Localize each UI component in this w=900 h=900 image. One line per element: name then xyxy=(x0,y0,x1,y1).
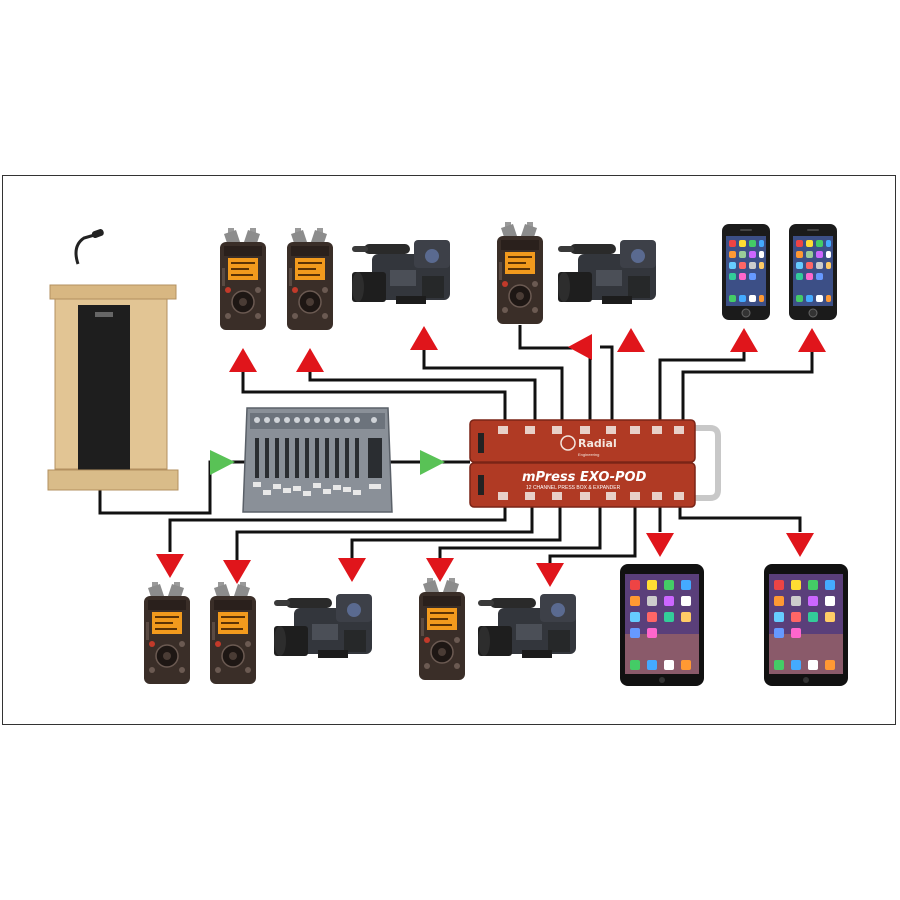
tascam-recorder-icon xyxy=(496,221,544,325)
output-arrow-up xyxy=(730,328,758,352)
cable-phone-2 xyxy=(681,352,814,422)
podium-icon xyxy=(47,229,179,491)
tascam-recorder-icon xyxy=(286,227,334,331)
input-arrow-mixer xyxy=(420,450,445,475)
output-arrow-down xyxy=(786,533,814,557)
video-camera-icon xyxy=(478,594,576,658)
output-arrow-down xyxy=(426,558,454,582)
brand-logo: Radial xyxy=(578,437,617,450)
product-subtitle: 12 CHANNEL PRESS BOX & EXPANDER xyxy=(526,485,621,491)
output-arrow-up xyxy=(296,348,324,372)
cable-recorder-1 xyxy=(241,372,507,422)
cables xyxy=(98,325,814,565)
cable-recorder-3 xyxy=(518,325,592,422)
output-arrow-up xyxy=(617,328,645,352)
tascam-recorder-icon xyxy=(418,577,466,681)
video-camera-icon xyxy=(352,240,450,304)
output-arrow-down xyxy=(646,533,674,557)
output-arrow-down xyxy=(338,558,366,582)
tablet-icon xyxy=(764,564,848,686)
cable-recorder-5 xyxy=(235,505,534,560)
exo-pod-unit: Radial Engineering mPress EXO-POD 12 CHA… xyxy=(469,419,721,508)
output-arrow-down xyxy=(223,560,251,584)
output-arrow-up xyxy=(798,328,826,352)
output-arrow-left xyxy=(568,334,592,360)
output-arrow-down xyxy=(156,554,184,578)
output-arrow-up xyxy=(229,348,257,372)
video-camera-icon xyxy=(274,594,372,658)
tascam-recorder-icon xyxy=(219,227,267,331)
tascam-recorder-icon xyxy=(143,581,191,685)
cable-recorder-2 xyxy=(308,365,537,422)
smartphone-icon xyxy=(721,223,771,321)
cable-camera-4 xyxy=(548,505,637,565)
output-arrows-bottom xyxy=(156,533,814,587)
output-arrow-down xyxy=(536,563,564,587)
output-arrow-up xyxy=(410,326,438,350)
cable-phone-1 xyxy=(658,352,746,422)
cable-recorder-4 xyxy=(168,505,507,552)
video-camera-icon xyxy=(558,240,656,304)
output-arrows-top xyxy=(229,326,826,372)
audio-mixer-icon xyxy=(242,407,393,513)
smartphone-icon xyxy=(788,223,838,321)
cable-recorder-6 xyxy=(438,505,602,560)
brand-tagline: Engineering xyxy=(578,452,599,457)
tablet-icon xyxy=(620,564,704,686)
cable-camera-1 xyxy=(422,350,564,422)
cable-camera-3 xyxy=(350,505,562,560)
cable-tablet-2 xyxy=(678,505,802,532)
tascam-recorder-icon xyxy=(209,581,257,685)
input-arrow-podium xyxy=(210,450,235,475)
cable-camera-2 xyxy=(600,345,614,422)
product-name: mPress EXO-POD xyxy=(522,470,647,485)
